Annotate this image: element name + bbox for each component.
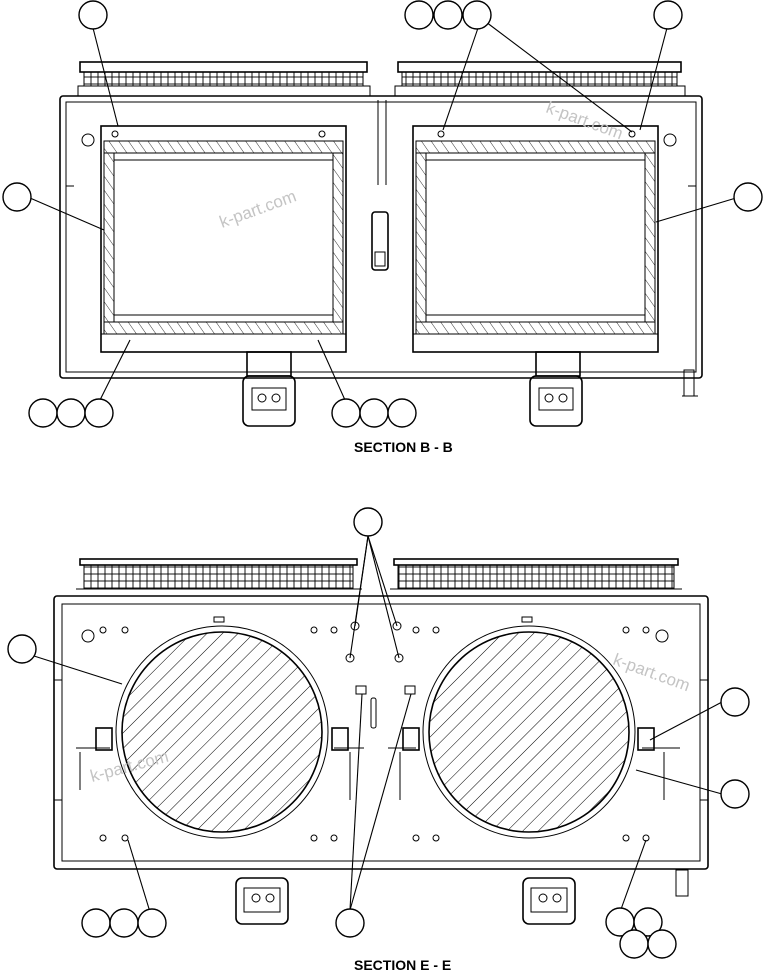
callout-circle <box>353 507 383 537</box>
callout-circle <box>331 398 361 428</box>
housing-outline <box>59 95 703 379</box>
section-e-caption: SECTION E - E <box>354 957 451 973</box>
callout-circle <box>56 398 86 428</box>
foot-right-b <box>529 351 583 427</box>
section-b-b-drawing: k-part.com k-part.com SECTION B - B <box>2 0 763 455</box>
callout-circle <box>647 929 677 959</box>
housing-outline-e <box>53 595 709 870</box>
fan-left <box>76 625 364 839</box>
callout-circle <box>462 0 492 30</box>
callout-circle <box>2 182 32 212</box>
coil-frame-right <box>412 125 677 353</box>
callout-circle <box>720 687 750 717</box>
callout-circle <box>78 0 108 30</box>
section-e-e-drawing: k-part.com k-part.com SECTION E - E <box>7 507 750 973</box>
foot-left-e <box>235 877 289 925</box>
callout-circle <box>7 634 37 664</box>
callout-circle <box>81 908 111 938</box>
top-grille-right <box>394 61 686 97</box>
callout-circle <box>387 398 417 428</box>
callout-circle <box>619 929 649 959</box>
section-b-caption: SECTION B - B <box>354 439 453 455</box>
coil-frame-left <box>81 125 347 353</box>
callout-circle <box>109 908 139 938</box>
watermark: k-part.com <box>611 650 693 695</box>
watermark: k-part.com <box>544 98 626 143</box>
callouts-section-e <box>7 507 750 959</box>
grille-right-e <box>390 558 682 590</box>
callout-circle <box>633 907 663 937</box>
watermark: k-part.com <box>217 186 299 231</box>
grille-left-e <box>76 558 362 590</box>
top-grille-left <box>77 61 371 97</box>
callout-circle <box>653 0 683 30</box>
callout-circle <box>84 398 114 428</box>
foot-right-e <box>522 877 576 925</box>
fan-right <box>388 625 680 839</box>
callout-circle <box>733 182 763 212</box>
callout-circle <box>404 0 434 30</box>
callout-circle <box>359 398 389 428</box>
callout-circle <box>28 398 58 428</box>
callout-circle <box>335 908 365 938</box>
callout-circle <box>433 0 463 30</box>
callout-circle <box>720 779 750 809</box>
foot-left-b <box>242 351 296 427</box>
fasteners-e <box>81 616 669 842</box>
callouts-section-b <box>2 0 763 428</box>
callout-circle <box>137 908 167 938</box>
